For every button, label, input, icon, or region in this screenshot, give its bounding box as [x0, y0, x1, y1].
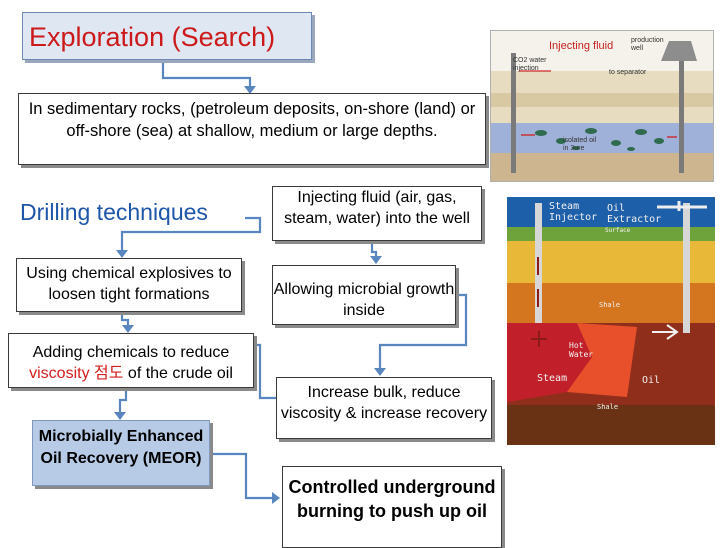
- meor-text: Microbially Enhanced Oil Recovery (MEOR): [38, 428, 204, 467]
- connector-chemicals-to-meor: [118, 389, 128, 418]
- label-shale-top: Shale: [599, 301, 621, 309]
- microbial-growth-text: Allowing microbial growth inside: [273, 281, 455, 319]
- meor-box: Microbially Enhanced Oil Recovery (MEOR): [32, 420, 210, 486]
- arrowhead: [370, 256, 382, 264]
- bulk-viscosity-text: Increase bulk, reduce viscosity & increa…: [280, 384, 488, 422]
- explosives-text: Using chemical explosives to loosen tigh…: [26, 265, 232, 303]
- label-oil: Oil: [642, 375, 661, 386]
- chemicals-box: Adding chemicals to reduce viscosity 점도 …: [8, 333, 254, 388]
- label-separator: to separator: [609, 69, 647, 76]
- arrowhead: [116, 250, 128, 258]
- viscosity-term: viscosity 점도: [29, 365, 124, 382]
- connector-microbial-to-bulk: [378, 293, 468, 374]
- drilling-techniques-label: Drilling techniques: [20, 199, 208, 225]
- label-co2-water: CO2 water injection: [513, 57, 547, 72]
- label-shale-bottom: Shale: [597, 403, 619, 411]
- label-surface: Surface: [605, 227, 631, 234]
- title-box: Exploration (Search): [22, 12, 312, 60]
- deposits-box: In sedimentary rocks, (petroleum deposit…: [18, 93, 486, 165]
- steam-injection-drawing: [507, 197, 715, 445]
- explosives-box: Using chemical explosives to loosen tigh…: [16, 258, 242, 312]
- connector-drilling-to-explosives: [120, 216, 262, 256]
- arrowhead: [122, 325, 134, 333]
- fluid-injection-drawing: [491, 41, 713, 181]
- fluid-injection-illustration: Injecting fluid production well CO2 wate…: [490, 30, 714, 182]
- underground-burning-text: Controlled underground burning to push u…: [288, 477, 496, 521]
- arrowhead: [374, 368, 386, 376]
- inject-fluid-box: Injecting fluid (air, gas, steam, water)…: [272, 186, 482, 241]
- label-isolated-oil: isolated oil in 3ure: [563, 137, 597, 152]
- arrowhead: [114, 412, 126, 420]
- deposits-text: In sedimentary rocks, (petroleum deposit…: [28, 100, 476, 140]
- label-steam: Steam: [537, 373, 568, 384]
- label-steam-injector: Steam Injector: [549, 201, 598, 223]
- underground-burning-box: Controlled underground burning to push u…: [282, 466, 502, 548]
- arrowhead: [244, 86, 256, 94]
- chemicals-text-suffix: of the crude oil: [123, 365, 233, 382]
- connector-meor-to-burning: [212, 452, 278, 500]
- connector-title-to-deposits: [161, 61, 252, 92]
- bulk-viscosity-box: Increase bulk, reduce viscosity & increa…: [276, 377, 492, 439]
- inject-fluid-text: Injecting fluid (air, gas, steam, water)…: [284, 189, 470, 227]
- label-hot-water: Hot Water: [569, 341, 594, 359]
- steam-injection-illustration: Steam Injector Oil Extractor Surface Sha…: [507, 197, 715, 445]
- injection-caption: Injecting fluid: [549, 40, 614, 52]
- label-production-well: production well: [631, 37, 664, 52]
- label-oil-extractor: Oil Extractor: [607, 203, 662, 225]
- chemicals-text-prefix: Adding chemicals to reduce: [32, 344, 230, 361]
- arrowhead: [272, 492, 280, 504]
- microbial-growth-box: Allowing microbial growth inside: [272, 265, 456, 325]
- page-title: Exploration (Search): [29, 22, 276, 52]
